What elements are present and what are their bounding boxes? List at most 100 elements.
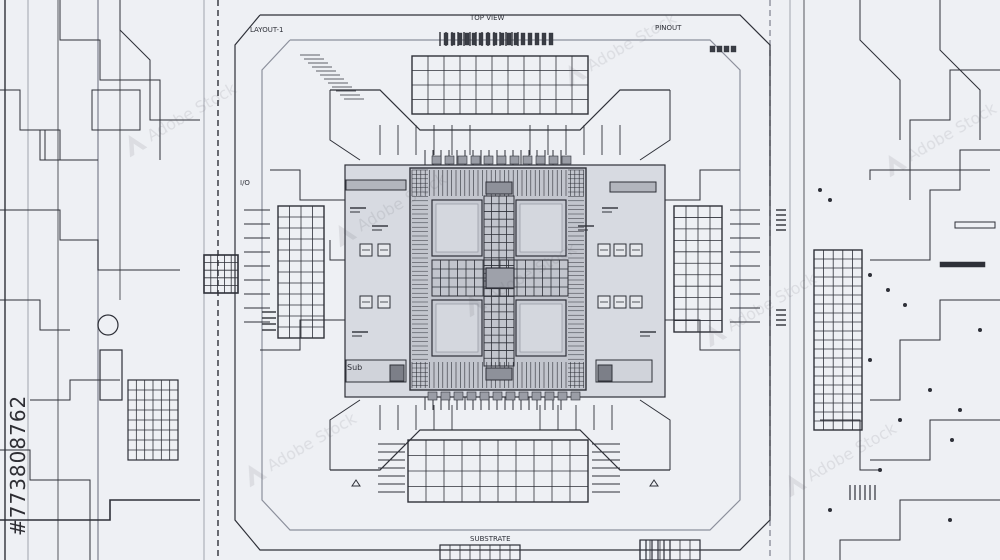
- bottom-cap: [427, 391, 438, 401]
- pin-arrays: [244, 32, 760, 503]
- left-connector: [345, 179, 407, 191]
- top-cap: [535, 155, 546, 165]
- package-trace: [665, 169, 740, 201]
- top-tick-block: [457, 32, 463, 46]
- logo-glyph: [338, 225, 358, 248]
- left-trace: [30, 379, 120, 401]
- left-trace: [119, 0, 200, 121]
- logo-glyph: [788, 475, 808, 498]
- via-dot: [828, 198, 832, 202]
- lower-right-chip: [597, 364, 613, 382]
- chip-labels: LAYOUT-1 TOP VIEW PINOUT I/O Sub SUBSTRA…: [240, 14, 682, 543]
- lower-chamfer: [330, 429, 670, 471]
- via-dot: [950, 438, 954, 442]
- chamfer-leg: [639, 399, 671, 470]
- package-trace: [665, 319, 740, 351]
- right-trace: [869, 169, 990, 180]
- via-dot: [868, 273, 872, 277]
- via-dot: [948, 518, 952, 522]
- logo-text: Adobe Stock: [144, 78, 241, 145]
- adobe-stock-logo-mark: Adobe Stock: [128, 78, 241, 158]
- right-trace: [839, 499, 1000, 560]
- adobe-stock-logo-mark: Adobe Stock: [708, 268, 820, 348]
- bottom-cap: [453, 391, 464, 401]
- bottom-cap: [440, 391, 451, 401]
- right-bus: [954, 221, 996, 229]
- top-tick-block: [548, 32, 554, 46]
- top-tick-block: [534, 32, 540, 46]
- logo-glyph: [708, 325, 728, 348]
- right-trace: [820, 419, 880, 471]
- left-pin-array: [277, 205, 325, 339]
- logo-text: Adobe Stock: [264, 408, 361, 475]
- top-tick-block: [520, 32, 526, 46]
- right-trace: [870, 419, 1000, 461]
- cache-row: [431, 259, 569, 297]
- top-cap: [431, 155, 442, 165]
- adobe-stock-logo-mark: Adobe Stock: [788, 418, 900, 498]
- top-cap: [522, 155, 533, 165]
- top-right-tick: [730, 45, 737, 53]
- top-tick-block: [527, 32, 533, 46]
- chamfer-leg: [329, 90, 361, 161]
- bottom-cap: [544, 391, 555, 401]
- left-trace: [0, 89, 98, 161]
- left-trace: [0, 209, 180, 271]
- bottom-controller: [485, 367, 513, 381]
- logo-glyph: [128, 135, 148, 158]
- top-cap: [457, 155, 468, 165]
- chamfer-leg: [639, 90, 671, 161]
- package-trace: [270, 169, 345, 201]
- bottom-cap: [531, 391, 542, 401]
- label-bottom: SUBSTRATE: [470, 535, 511, 543]
- top-right-tick: [716, 45, 723, 53]
- outer-frame: [234, 14, 771, 551]
- left-block: [91, 89, 141, 131]
- via-dot: [903, 303, 907, 307]
- top-tick-block: [478, 32, 484, 46]
- core-inner: [519, 303, 563, 353]
- top-cap: [509, 155, 520, 165]
- via-dot: [928, 388, 932, 392]
- stock-id-watermark: #773808762: [6, 394, 30, 536]
- bottom-cap: [466, 391, 477, 401]
- top-tick-block: [450, 32, 456, 46]
- bottom-cap: [479, 391, 490, 401]
- top-cap: [561, 155, 572, 165]
- upper-chamfer: [330, 89, 670, 131]
- package-trace: [329, 240, 345, 261]
- left-trace: [0, 449, 91, 560]
- via-dot: [978, 328, 982, 332]
- right-trace: [909, 69, 1000, 200]
- top-cap: [444, 155, 455, 165]
- left-pad-grid: [127, 379, 179, 461]
- right-trace: [939, 0, 981, 140]
- top-right-tick: [723, 45, 730, 53]
- top-tick-block: [464, 32, 470, 46]
- via-dot: [878, 468, 882, 472]
- top-tick-block: [506, 32, 512, 46]
- core-inner: [435, 303, 479, 353]
- right-pad-grid: [813, 249, 863, 431]
- top-cap: [496, 155, 507, 165]
- top-cap: [548, 155, 559, 165]
- chamfer-leg: [329, 399, 361, 470]
- logo-glyph: [888, 155, 908, 178]
- bottom-center-grid: [439, 544, 521, 560]
- logo-glyph: [568, 65, 588, 88]
- triangle-mark: [351, 479, 361, 487]
- right-trace: [870, 149, 1000, 261]
- logo-text: Adobe Stock: [904, 98, 1000, 165]
- top-cap: [483, 155, 494, 165]
- right-connector: [609, 181, 657, 193]
- top-right-tick: [709, 45, 716, 53]
- label-lower-left: Sub: [347, 363, 362, 372]
- left-trace: [0, 299, 70, 331]
- left-square-grid: [203, 254, 239, 294]
- right-trace: [870, 299, 1000, 401]
- via-dot: [898, 418, 902, 422]
- adobe-stock-logo-mark: Adobe Stock: [568, 8, 680, 88]
- bottom-cap: [557, 391, 568, 401]
- grid-outline: [203, 254, 239, 294]
